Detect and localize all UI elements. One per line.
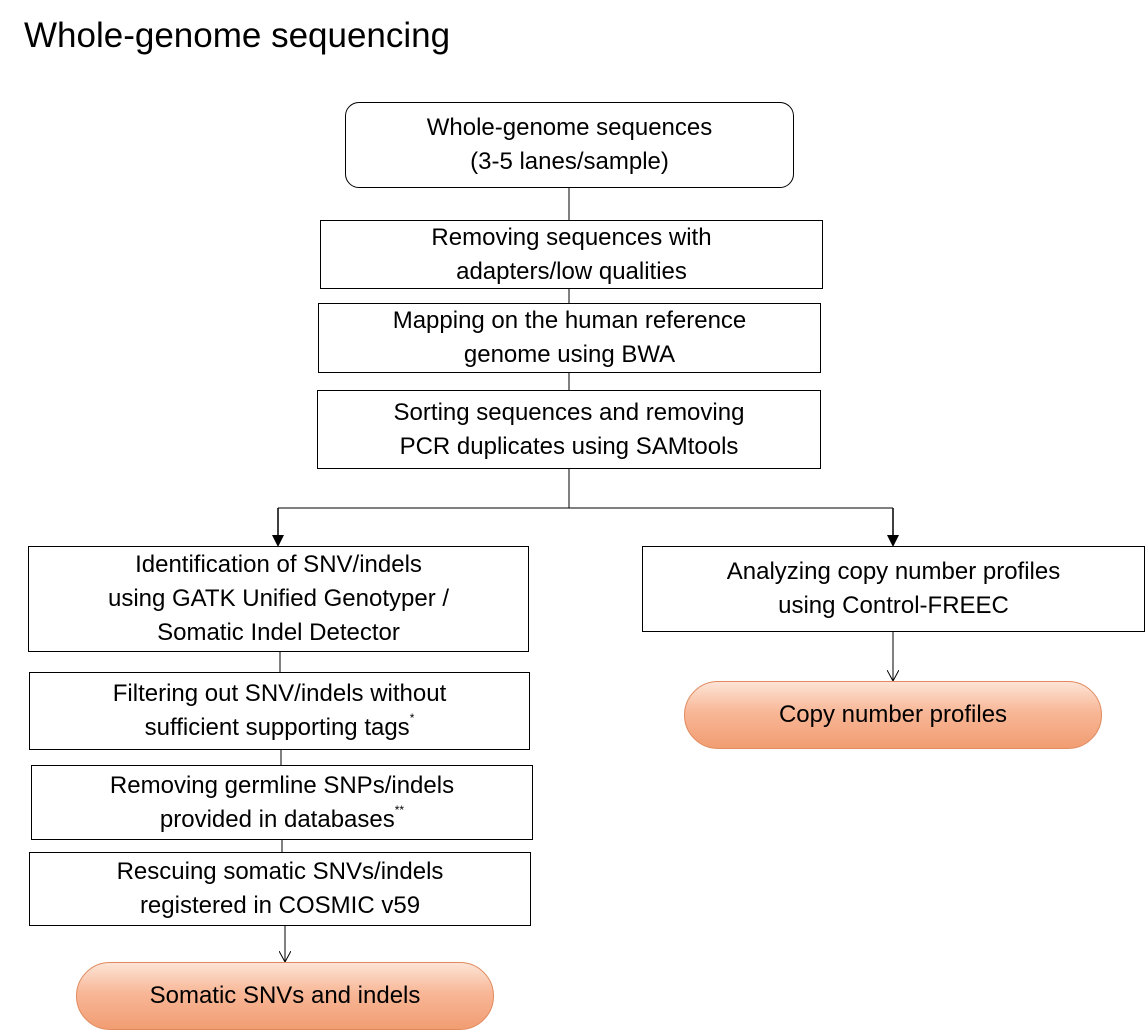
node-label-line-2: genome using BWA xyxy=(463,341,676,368)
node-rescuing-cosmic: Rescuing somatic SNVs/indels registered … xyxy=(29,852,531,926)
node-label-line-2: registered in COSMIC v59 xyxy=(139,892,421,919)
node-label-line-2: sufficient supporting tags* xyxy=(145,711,415,745)
node-label-line-2: using Control-FREEC xyxy=(778,592,1009,619)
node-label-line-1: Sorting sequences and removing xyxy=(393,398,745,426)
node-label: Somatic SNVs and indels xyxy=(149,982,421,1009)
node-label-line-2: using GATK Unified Genotyper / xyxy=(107,585,450,612)
node-identification-snv-indels: Identification of SNV/indels using GATK … xyxy=(28,546,529,652)
node-removing-germline: Removing germline SNPs/indels provided i… xyxy=(31,765,533,840)
node-somatic-snvs-output: Somatic SNVs and indels xyxy=(76,962,494,1030)
node-label-line-1: Mapping on the human reference xyxy=(392,307,747,334)
node-label-line-1: Filtering out SNV/indels without xyxy=(112,680,447,707)
node-sorting-samtools: Sorting sequences and removing PCR dupli… xyxy=(317,390,821,469)
node-label: Copy number profiles xyxy=(778,701,1008,728)
node-label-line-1: Identification of SNV/indels xyxy=(135,551,422,578)
node-label-line-1: Removing sequences with xyxy=(431,223,712,251)
diagram-title: Whole-genome sequencing xyxy=(24,16,451,55)
footnote-marker: * xyxy=(409,711,415,725)
node-label-line-3: Somatic Indel Detector xyxy=(157,619,400,646)
node-label-line-1: Analyzing copy number profiles xyxy=(726,558,1061,585)
node-label-line-1: Removing germline SNPs/indels xyxy=(109,771,455,799)
node-copy-number-output: Copy number profiles xyxy=(684,681,1102,749)
node-label-line-2: adapters/low qualities xyxy=(456,257,687,285)
node-label-line-1: Whole-genome sequences xyxy=(426,114,713,141)
node-label-line-2: PCR duplicates using SAMtools xyxy=(399,432,739,460)
node-filtering-snv-indels: Filtering out SNV/indels without suffici… xyxy=(29,672,530,750)
footnote-marker: ** xyxy=(394,802,405,817)
node-whole-genome-sequences: Whole-genome sequences (3-5 lanes/sample… xyxy=(345,102,794,188)
node-label-line-1: Rescuing somatic SNVs/indels xyxy=(116,858,444,885)
node-label-text: sufficient supporting tags xyxy=(144,714,410,741)
node-copy-number-analysis: Analyzing copy number profiles using Con… xyxy=(642,546,1145,632)
node-label-line-2: (3-5 lanes/sample) xyxy=(470,148,669,175)
node-mapping-bwa: Mapping on the human reference genome us… xyxy=(318,303,821,373)
node-remove-adapters: Removing sequences with adapters/low qua… xyxy=(320,220,823,289)
node-label-text: provided in databases xyxy=(159,805,395,833)
node-label-line-2: provided in databases** xyxy=(160,803,404,837)
